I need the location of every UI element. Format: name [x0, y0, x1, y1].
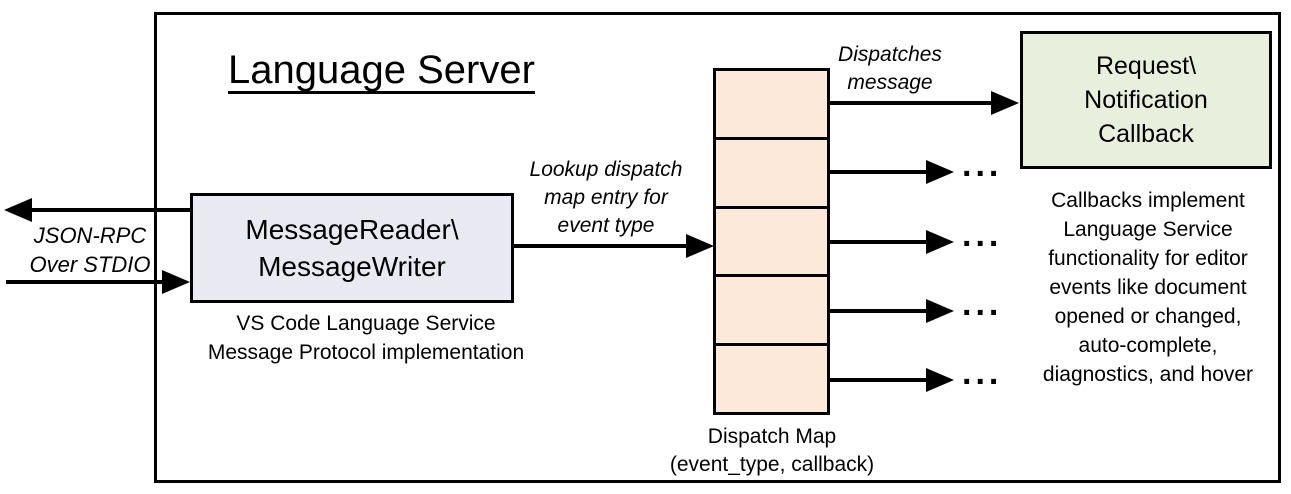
callbacks-note-line6: auto-complete,: [1078, 334, 1218, 357]
callbacks-note-line3: functionality for editor: [1048, 247, 1248, 270]
dispatch-map: [713, 68, 830, 415]
request-notification-callback-box: Request\ Notification Callback: [1020, 31, 1272, 169]
callbacks-note-line7: diagnostics, and hover: [1042, 363, 1254, 386]
callback-box-line1: Request\: [1095, 52, 1197, 80]
ellipsis-row-3: ...: [962, 216, 1003, 254]
callbacks-note-line1: Callbacks implement: [1051, 189, 1245, 212]
dispatch-map-label-line2: (event_type, callback): [669, 453, 875, 476]
ellipsis-row-5: ...: [962, 354, 1003, 392]
ellipsis-row-2: ...: [962, 146, 1003, 184]
message-reader-writer-box: MessageReader\ MessageWriter: [190, 193, 514, 303]
reader-box-line1: MessageReader\: [245, 214, 459, 245]
callbacks-note-line2: Language Service: [1063, 218, 1233, 241]
dispatches-label-line2: message: [847, 71, 933, 94]
dispatch-map-cell: [716, 208, 827, 278]
dispatch-map-cell: [716, 139, 827, 209]
dispatch-map-cell: [716, 277, 827, 347]
reader-box-caption: VS Code Language Service Message Protoco…: [206, 309, 526, 367]
lookup-label-line3: event type: [557, 214, 655, 237]
callback-box-line2: Notification: [1084, 86, 1208, 114]
jsonrpc-stdio-label-line1: JSON-RPC: [33, 223, 147, 248]
language-server-boundary-box: [154, 12, 1281, 483]
reader-caption-line1: VS Code Language Service: [236, 312, 496, 335]
dispatch-map-cell: [716, 71, 827, 140]
ellipsis-row-4: ...: [962, 285, 1003, 323]
dispatch-map-label-line1: Dispatch Map: [707, 425, 837, 448]
lookup-label-line1: Lookup dispatch: [529, 158, 683, 181]
callbacks-note-line5: opened or changed,: [1054, 305, 1242, 328]
reader-box-line2: MessageWriter: [258, 251, 446, 282]
jsonrpc-stdio-label: JSON-RPC Over STDIO: [15, 221, 165, 279]
dispatch-map-label: Dispatch Map (event_type, callback): [646, 423, 898, 479]
jsonrpc-stdio-label-line2: Over STDIO: [29, 252, 151, 277]
dispatches-label-line1: Dispatches: [838, 43, 942, 66]
reader-caption-line2: Message Protocol implementation: [207, 341, 525, 364]
dispatches-message-label: Dispatches message: [826, 41, 954, 97]
lookup-dispatch-label: Lookup dispatch map entry for event type: [500, 156, 712, 240]
callbacks-note: Callbacks implement Language Service fun…: [1012, 186, 1284, 389]
callbacks-note-line4: events like document: [1049, 276, 1247, 299]
diagram-title: Language Server: [228, 48, 535, 92]
callback-box-line3: Callback: [1098, 120, 1194, 148]
dispatch-map-cell: [716, 346, 827, 412]
lookup-label-line2: map entry for: [544, 186, 668, 209]
